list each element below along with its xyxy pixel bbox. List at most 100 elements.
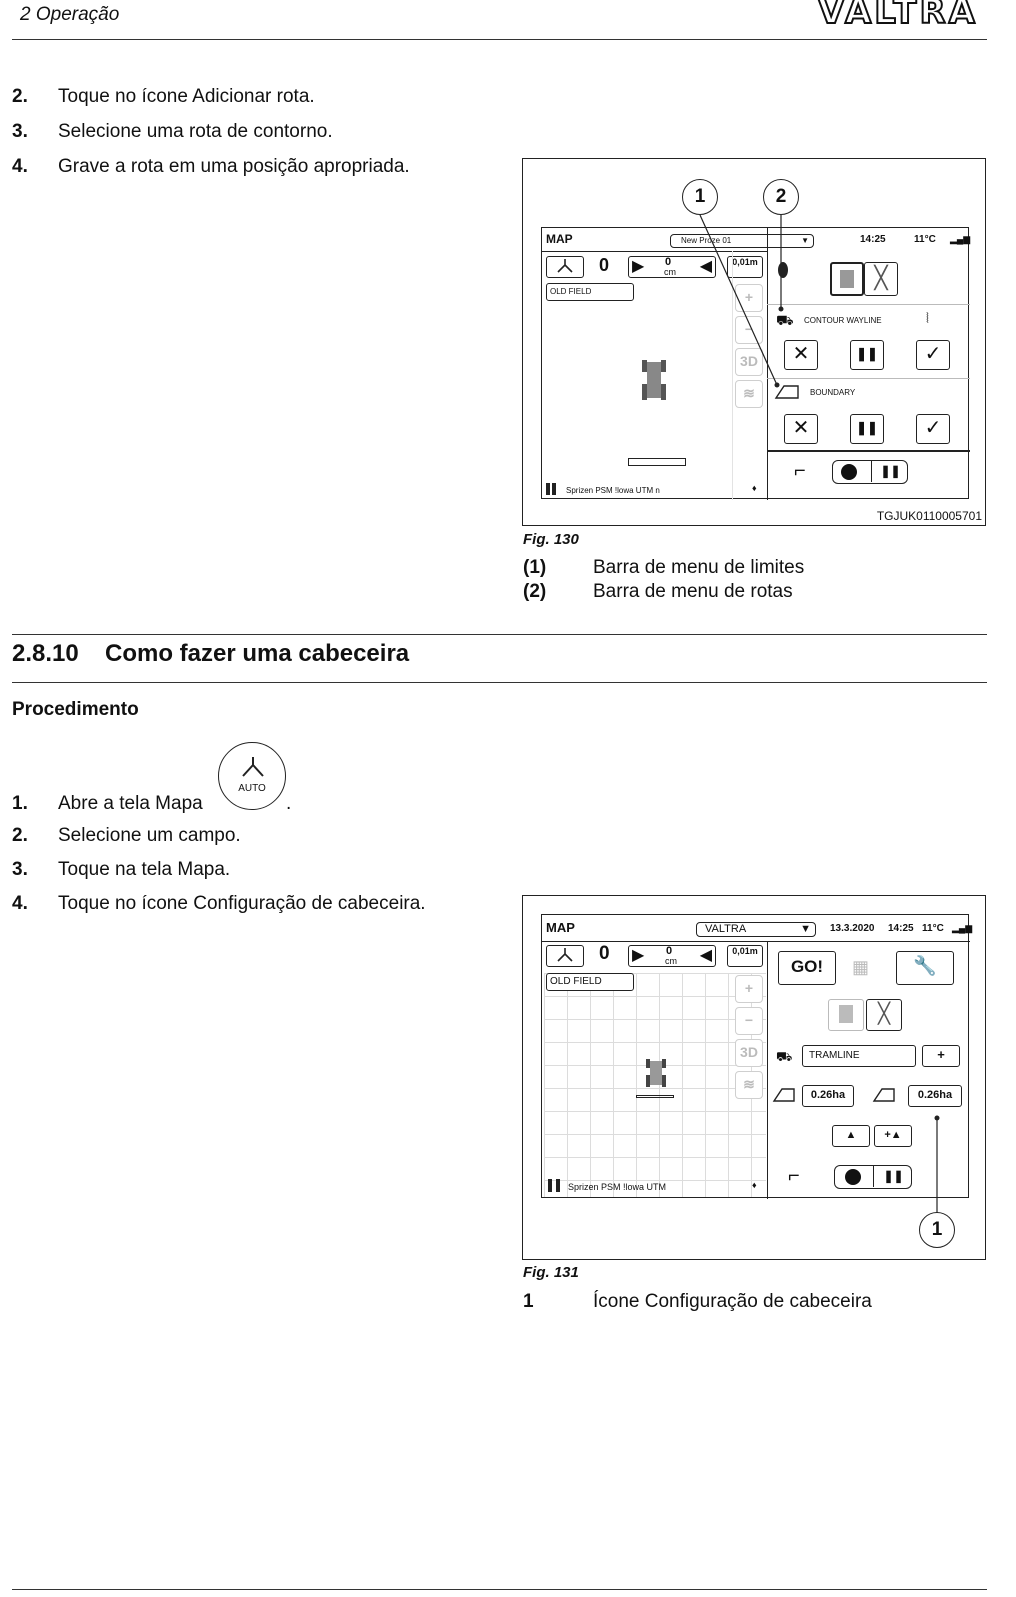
plus-icon: + [937,1047,945,1062]
wayline-confirm-button[interactable]: ✓ [916,340,950,370]
offset-unit: cm [664,267,676,277]
manual-mode-button[interactable] [828,999,864,1031]
figure-130-caption: Fig. 130 [523,531,579,548]
tractor-icon [646,1059,666,1087]
panel-separator [767,304,970,305]
arrow-right-icon[interactable]: ▶ [632,258,645,275]
valtra-logo: VALTRA [817,0,978,33]
legend-key: (2) [523,581,547,602]
area-value-2: 0.26ha [908,1085,962,1107]
width-readout: 0,01m [727,945,763,967]
status-text: Sprizen PSM !lowa UTM n [566,486,660,495]
auto-label: AUTO [238,783,266,794]
boundary-pause-button[interactable]: ❚❚ [850,414,884,444]
step-1: 1.Abre a tela Mapa [12,793,203,815]
arrow-left-icon[interactable]: ◀ [699,258,712,275]
wayline-pause-button[interactable]: ❚❚ [850,340,884,370]
boundary-label: BOUNDARY [810,388,856,397]
implement-bar [628,458,686,466]
tramline-field[interactable]: TRAMLINE [802,1045,916,1067]
boundary-icon [774,385,799,399]
section-title: Como fazer uma cabeceira [105,640,410,667]
step-text: Toque no ícone Configuração de cabeceira… [58,893,426,914]
compass-icon: ♦ [752,483,757,493]
auto-off-button[interactable]: ╳ [866,999,902,1031]
check-icon: ✓ [924,417,942,439]
check-icon: ✓ [924,343,942,365]
footer-divider [12,1589,987,1590]
auto-button[interactable] [546,256,584,278]
close-icon: ✕ [792,343,810,365]
disabled-cross-icon: ╳ [874,265,888,290]
auto-off-button[interactable]: ╳ [864,262,898,296]
arrow-right-icon[interactable]: ▶ [632,947,645,964]
offset-control[interactable]: ▶ 0 cm ◀ [628,945,716,967]
wayline-cancel-button[interactable]: ✕ [784,340,818,370]
zoom-out-icon[interactable]: − [735,316,763,344]
date: 13.3.2020 [830,923,875,934]
layers-icon[interactable]: ≋ [735,1071,763,1099]
legend-key: 1 [523,1291,534,1312]
zoom-out-icon[interactable]: − [735,1007,763,1035]
record-marker-icon [778,262,788,278]
headland-icon: ▲ [845,1129,857,1141]
chevron-down-icon: ▼ [801,236,809,245]
boundary-confirm-button[interactable]: ✓ [916,414,950,444]
record-icon [841,464,857,480]
view-3d-button[interactable]: 3D [735,1039,763,1067]
step-text: Selecione uma rota de contorno. [58,121,333,142]
step-text: Grave a rota em uma posição apropriada. [58,156,410,177]
project-dropdown[interactable]: VALTRA ▼ [696,922,816,937]
panel-separator [767,378,970,379]
pause-icon: ❚❚ [873,1166,913,1187]
boundary-cancel-button[interactable]: ✕ [784,414,818,444]
step-number: 4. [12,893,28,914]
manual-mode-button[interactable] [830,262,864,296]
zoom-in-icon[interactable]: + [735,975,763,1003]
step-number: 1. [12,793,28,814]
field-grid-icon[interactable]: ▦ [852,957,870,977]
pause-icon[interactable] [546,483,556,495]
disabled-cross-icon: ╳ [877,1003,891,1025]
arrow-left-icon[interactable]: ◀ [699,947,712,964]
offset-value: 0 [665,256,672,268]
clock: 14:25 [888,923,914,934]
project-dropdown[interactable]: New Proze 01 ▼ [670,234,814,248]
area-value-1: 0.26ha [802,1085,854,1107]
auto-button[interactable] [546,945,584,967]
record-toggle[interactable]: ❚❚ [834,1165,912,1189]
settings-wrench-button[interactable]: 🔧 [896,951,954,985]
step-2: 2.Selecione um campo. [12,825,241,847]
dropdown-value: New Proze 01 [681,236,732,245]
step-4: 4.Grave a rota em uma posição apropriada… [12,156,410,178]
legend-text: Barra de menu de limites [593,557,805,578]
figure-131: MAP VALTRA ▼ 13.3.2020 14:25 11°C ▂▄▆ 0 … [522,895,986,1260]
go-button[interactable]: GO! [778,951,836,985]
add-tramline-button[interactable]: + [922,1045,960,1067]
layers-icon[interactable]: ≋ [735,380,763,408]
pause-icon[interactable] [548,1179,560,1192]
counter-value: 0 [599,255,610,275]
boundary-icon [772,1088,795,1102]
record-toggle[interactable]: ❚❚ [832,460,908,484]
legend-text: Barra de menu de rotas [593,581,793,602]
headland-settings-button[interactable]: +▲ [874,1125,912,1147]
view-3d-button[interactable]: 3D [735,348,763,376]
headland-boundary-icon [872,1088,895,1102]
panel-divider [767,941,768,1199]
legend-item-1: (1) Barra de menu de limites [523,557,804,579]
contour-label: CONTOUR WAYLINE [804,316,882,325]
legend-key: (1) [523,557,547,578]
contour-wayline-icon[interactable]: ⦚ [926,310,929,326]
offset-control[interactable]: ▶ 0 cm ◀ [628,256,716,278]
field-label[interactable]: OLD FIELD [546,283,634,301]
zoom-in-icon[interactable]: + [735,284,763,312]
map-screen: MAP New Proze 01 ▼ 14:25 11°C ▂▄▆ 0 ▶ 0 … [541,227,970,500]
pause-icon: ❚❚ [856,346,878,361]
close-icon: ✕ [792,417,810,439]
headland-button[interactable]: ▲ [832,1125,870,1147]
section-rule-top [12,634,987,635]
procedure-heading: Procedimento [12,699,139,720]
pause-icon: ❚❚ [856,420,878,435]
field-label[interactable]: OLD FIELD [546,973,634,991]
